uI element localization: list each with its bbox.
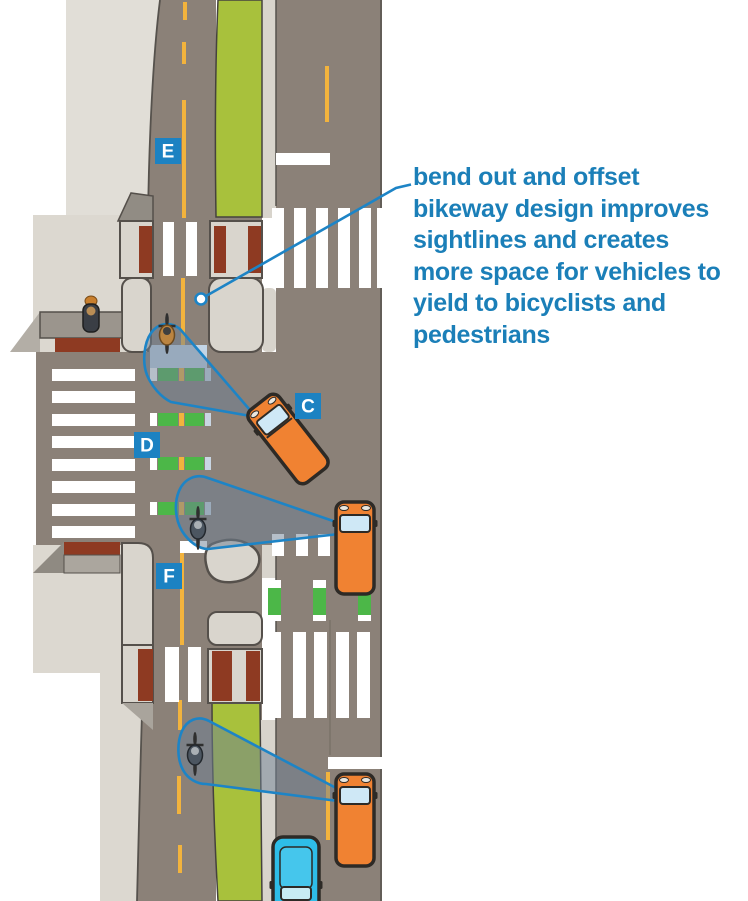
- van-icon-middle: [332, 500, 378, 596]
- platform-bevel-bottom: [33, 542, 64, 573]
- label-f-letter: F: [163, 567, 175, 588]
- red-curb-band: [64, 542, 120, 555]
- label-c-letter: C: [301, 397, 315, 418]
- label-e-letter: E: [162, 142, 175, 163]
- annotation-line: bend out and offset: [413, 163, 640, 191]
- red-curb-band: [55, 338, 120, 352]
- cyclist-icon-middle: [189, 506, 207, 550]
- label-c: C: [295, 393, 321, 419]
- annotation-line: yield to bicyclists and: [413, 289, 666, 317]
- label-f-box: [156, 563, 182, 589]
- red-curb-band: [212, 651, 232, 701]
- section-labels: E C D F: [134, 138, 321, 589]
- sightline-cones: [142, 322, 341, 803]
- pedestrian-platform-bottom: [63, 554, 121, 574]
- sightline-cone-van-bottom: [177, 717, 340, 803]
- corner-island-bottom-left: [121, 542, 154, 646]
- left-street-south: [137, 545, 216, 901]
- label-d: D: [134, 432, 160, 458]
- red-curb-band: [248, 226, 261, 273]
- yellow-center-lines: [177, 2, 330, 873]
- red-curb-band: [246, 651, 260, 701]
- label-f: F: [156, 563, 182, 589]
- crosswalk-right-street-bottom: [268, 632, 370, 718]
- annotation-line: more space for vehicles to: [413, 257, 721, 286]
- pedestrian-crosswalk-left: [52, 369, 135, 538]
- van-icon-bottom: [332, 772, 378, 868]
- pedestrian-platform-top: [39, 311, 123, 339]
- callout-dot: [194, 292, 208, 306]
- annotation-line: bikeway design improves: [413, 194, 709, 223]
- sidewalk-top-left: [66, 0, 163, 215]
- sidewalk-bottom-left: [33, 545, 148, 901]
- label-e-box: [155, 138, 181, 164]
- people: [82, 295, 207, 776]
- platform-bevel: [10, 312, 40, 352]
- pedestrian-icon: [82, 295, 100, 333]
- red-curb-band: [139, 226, 152, 273]
- crosswalk-left-street-bottom: [165, 647, 201, 702]
- label-c-box: [295, 393, 321, 419]
- callout: [194, 183, 412, 306]
- crosswalk-left-street-top: [163, 222, 197, 276]
- label-d-letter: D: [140, 436, 154, 457]
- vehicles: [246, 392, 378, 901]
- bike-crossing-row: [150, 457, 211, 470]
- box-truck-icon: [246, 392, 330, 486]
- label-e: E: [155, 138, 181, 164]
- stop-bar-right-street-top: [276, 153, 330, 165]
- corner-island-bottom-right: [207, 611, 263, 646]
- leader-line: [205, 183, 412, 298]
- red-curb-band: [214, 226, 226, 273]
- cyclist-icon-bottom: [186, 732, 204, 776]
- annotation-line: sightlines and creates: [413, 226, 669, 254]
- island-bevel-bottom-left: [122, 703, 153, 730]
- annotation-text: bend out and offset bikeway design impro…: [413, 162, 748, 351]
- cyclist-icon-top: [158, 313, 176, 354]
- red-curb-band: [138, 649, 153, 701]
- bike-crossing-row: [150, 413, 211, 426]
- green-bike-lane-top: [214, 0, 263, 218]
- annotation-line: pedestrians: [413, 320, 551, 349]
- car-icon: [269, 835, 323, 901]
- stop-bar-right-street-bottom: [328, 757, 382, 769]
- median-strip-top: [262, 0, 276, 218]
- median-strip-upper-return: [262, 288, 276, 352]
- label-d-box: [134, 432, 160, 458]
- crosswalk-right-street-top: [272, 208, 382, 288]
